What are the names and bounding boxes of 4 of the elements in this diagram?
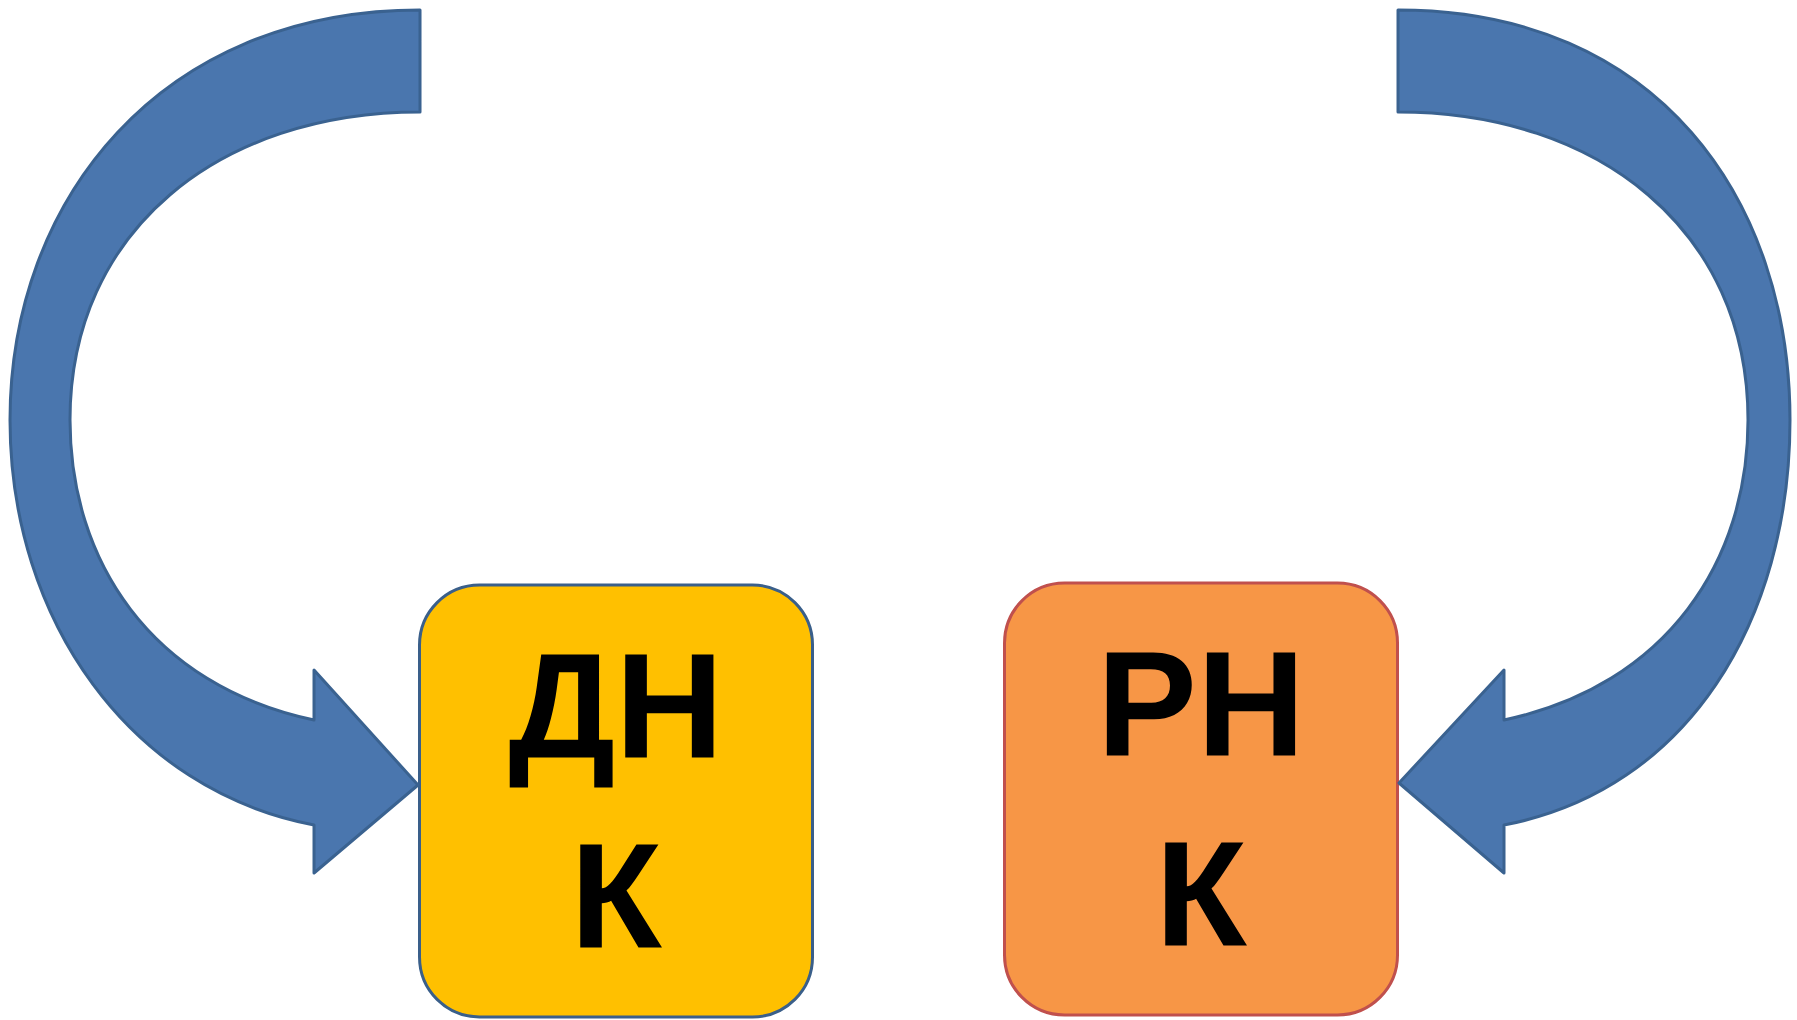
rounded-box: РН К bbox=[1003, 581, 1399, 1017]
rounded-box: ДН К bbox=[418, 583, 814, 1019]
curved-arrow bbox=[1396, 8, 1792, 875]
curved-arrow bbox=[8, 8, 422, 875]
